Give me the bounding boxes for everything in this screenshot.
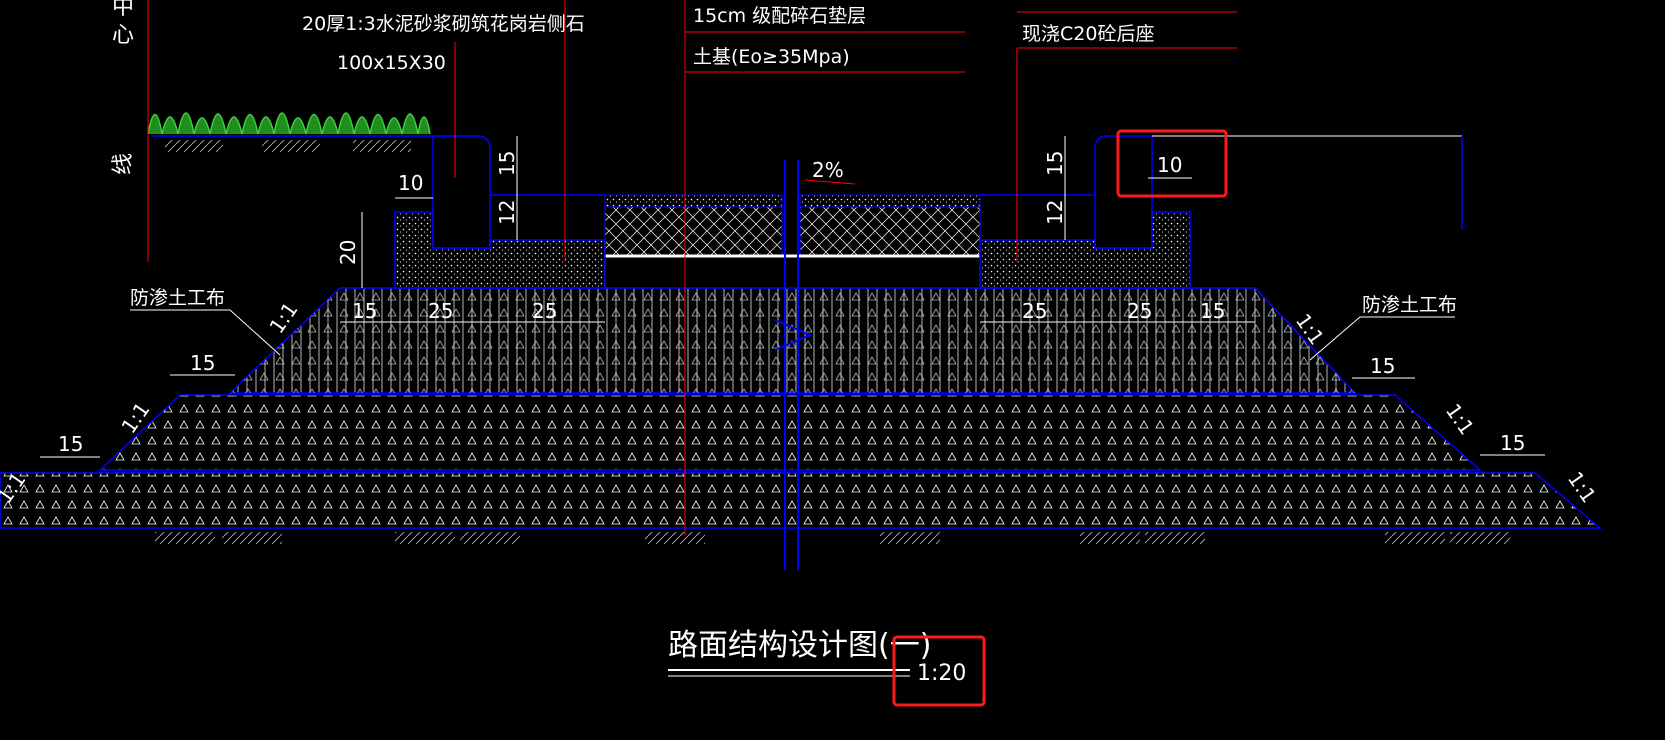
pavement-base-left [604,206,783,256]
dim-curb-exposed-left: 15 [495,151,519,176]
label-geotextile-left: 防渗土工布 [130,287,225,309]
dim-berm-right-upper: 15 [1370,354,1395,378]
dim-base-thick-right: 12 [1043,200,1067,225]
dim-curb-width-left: 10 [398,171,423,195]
slope-ratio-5: 1:1 [1441,399,1479,439]
dim-bottom-left-2: 25 [428,299,453,323]
dim-backing-height: 20 [336,240,360,265]
curb-right [1094,135,1153,249]
vegetation [147,112,431,135]
dim-curb-exposed-right: 15 [1043,151,1067,176]
dim-bottom-left-3: 25 [532,299,557,323]
geotextile-leaders [130,309,1455,361]
dim-berm-right-lower: 15 [1500,431,1525,455]
centerline-char-1: 中 [112,0,134,20]
curb-left [432,135,491,249]
embankment-upper-tri [230,288,1355,393]
drawing-title: 路面结构设计图(一) [668,628,931,663]
highlight-box-scale [892,635,986,707]
pavement-base-right [799,206,981,256]
label-subgrade: 土基(Eo≥35Mpa) [693,46,850,68]
label-curb-mortar: 20厚1:3水泥砂浆砌筑花岗岩侧石 [302,13,585,35]
curb-backing-right [979,211,1191,289]
dim-base-thick-left: 12 [495,200,519,225]
label-geotextile-right: 防渗土工布 [1362,294,1457,316]
drawing-scale: 1:20 [917,661,966,686]
dim-berm-left-upper: 15 [190,351,215,375]
label-slope-pct: 2% [812,158,844,182]
label-gravel-layer: 15cm 级配碎石垫层 [693,5,866,27]
dimension-lines [40,136,1545,458]
dim-bottom-right-2: 25 [1127,299,1152,323]
centerline-char-3: 线 [111,153,136,175]
label-curb-size: 100x15X30 [337,52,446,74]
label-backing: 现浇C20砼后座 [1022,23,1154,45]
embankment-lower [0,472,1603,529]
centerline-char-2: 心 [112,23,134,48]
dim-bottom-left-1: 15 [352,299,377,323]
pavement-surface-left [604,194,783,208]
dim-bottom-right-1: 25 [1022,299,1047,323]
leader-lines [147,0,1237,535]
dim-bottom-right-3: 15 [1200,299,1225,323]
earth-marks [155,140,1510,544]
dim-curb-width-right: 10 [1157,153,1182,177]
pavement-surface-right [799,194,981,208]
embankment-middle [98,394,1482,471]
dim-berm-left-lower: 15 [58,432,83,456]
highlight-box-curb-width [1116,129,1228,198]
break-symbol [774,319,813,351]
